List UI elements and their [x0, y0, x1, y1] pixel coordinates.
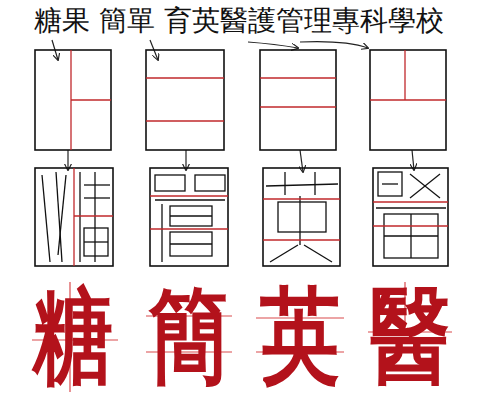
large-character: 糖 — [33, 285, 113, 389]
large-character: 簡 — [149, 285, 229, 389]
large-character: 英 — [260, 285, 340, 389]
sketch-frames — [35, 168, 448, 266]
glyph-guides — [32, 282, 452, 392]
large-character: 醫 — [370, 285, 450, 389]
pointer-arrows — [52, 40, 414, 172]
heading: 糖果 簡單 育英醫護管理專科學校 — [34, 4, 444, 38]
sketch-guides — [74, 168, 448, 266]
sketch-strokes — [42, 172, 446, 262]
grid-guides — [71, 50, 446, 150]
grid-frames — [35, 50, 446, 150]
